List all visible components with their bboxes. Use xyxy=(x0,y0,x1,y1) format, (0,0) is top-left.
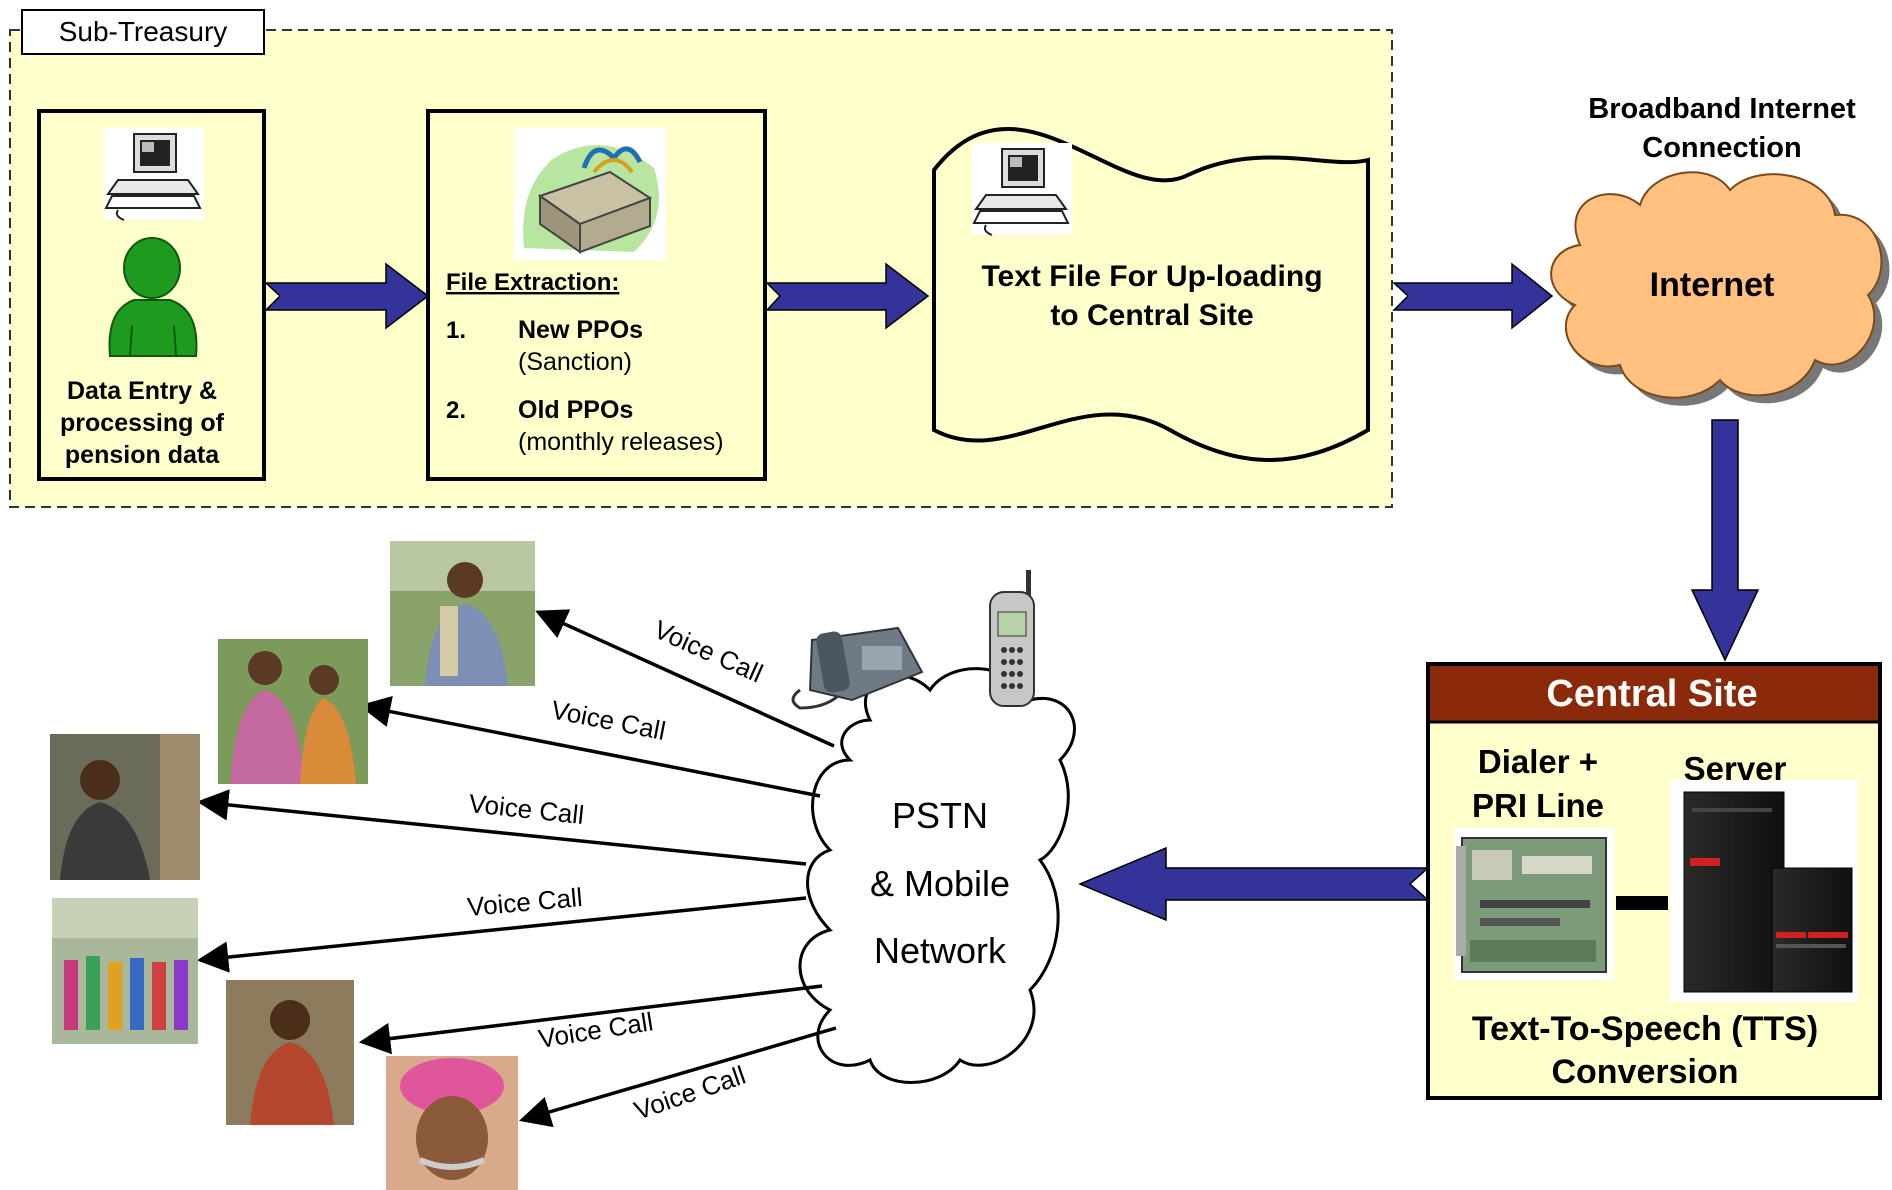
item2-title: Old PPOs xyxy=(518,396,633,424)
voice-call-label: Voice Call xyxy=(466,882,584,922)
voice-call-arrows xyxy=(196,609,837,1128)
server-icon xyxy=(1670,780,1858,1002)
arrow-right-icon xyxy=(765,262,930,330)
network-label-2: & Mobile xyxy=(870,863,1010,904)
network-label-1: PSTN xyxy=(892,795,988,836)
arrow-down-icon xyxy=(1690,419,1760,662)
text-file-document: Text File For Up-loading to Central Site xyxy=(932,127,1370,462)
voice-call-label: Voice Call xyxy=(549,694,668,746)
item1-title: New PPOs xyxy=(518,316,643,344)
central-site-box: Central Site Dialer + PRI Line Server xyxy=(1426,662,1882,1100)
pensioner-photo xyxy=(386,1056,518,1190)
arrow-right-icon xyxy=(1392,262,1554,330)
voice-call-label: Voice Call xyxy=(467,788,585,830)
network-label-3: Network xyxy=(874,930,1007,971)
voice-call-label: Voice Call xyxy=(650,614,768,688)
person-icon xyxy=(108,237,198,357)
pensioner-photo xyxy=(390,541,535,686)
pensioner-photo xyxy=(52,898,198,1044)
flow-arrows xyxy=(264,262,1760,922)
internet-cloud: Broadband Internet Connection Internet xyxy=(1550,93,1890,406)
voice-call-arrow xyxy=(358,696,821,798)
file-extraction-heading: File Extraction: xyxy=(446,269,619,296)
central-site-header xyxy=(1430,666,1878,722)
voice-call-arrow xyxy=(535,609,835,748)
text-file-label-2: to Central Site xyxy=(1050,299,1253,332)
dialer-label-1: Dialer + xyxy=(1478,743,1598,780)
voice-call-arrow xyxy=(358,984,823,1055)
pensioner-photo xyxy=(226,980,354,1125)
broadband-caption-1: Broadband Internet xyxy=(1588,93,1856,125)
voice-call-arrow xyxy=(518,1026,837,1128)
file-extraction-box: File Extraction: 1. New PPOs (Sanction) … xyxy=(426,109,767,481)
data-entry-box: Data Entry & processing of pension data xyxy=(37,109,266,481)
internet-label: Internet xyxy=(1650,266,1775,304)
dialer-label-2: PRI Line xyxy=(1472,787,1604,824)
desk-phone-icon xyxy=(791,626,924,710)
central-site-title: Central Site xyxy=(1546,673,1757,715)
data-entry-label-3: pension data xyxy=(65,441,220,469)
sub-treasury-tag xyxy=(21,9,265,55)
file-cabinet-icon xyxy=(514,128,666,260)
item2-subtitle: (monthly releases) xyxy=(518,428,724,456)
voice-call-labels: Voice Call Voice Call Voice Call Voice C… xyxy=(466,614,767,1126)
arrow-left-icon xyxy=(1078,846,1430,922)
computer-icon xyxy=(972,143,1072,236)
computer-icon xyxy=(104,128,204,221)
text-file-label-1: Text File For Up-loading xyxy=(981,260,1322,293)
data-entry-label-2: processing of xyxy=(60,409,225,437)
item1-subtitle: (Sanction) xyxy=(518,348,632,376)
sub-treasury-label: Sub-Treasury xyxy=(59,16,228,47)
tts-label-1: Text-To-Speech (TTS) xyxy=(1472,1010,1818,1048)
pstn-network-cloud: PSTN & Mobile Network xyxy=(798,667,1076,1084)
data-entry-label-1: Data Entry & xyxy=(67,377,217,405)
voice-call-arrow xyxy=(196,789,807,866)
item1-number: 1. xyxy=(446,317,466,344)
pensioner-photo xyxy=(218,639,368,784)
pensioner-photo xyxy=(50,734,200,880)
tts-label-2: Conversion xyxy=(1551,1053,1738,1091)
broadband-caption-2: Connection xyxy=(1642,132,1802,164)
mobile-phone-icon xyxy=(989,570,1035,707)
dialer-board-icon xyxy=(1454,828,1614,980)
item2-number: 2. xyxy=(446,397,466,424)
arrow-right-icon xyxy=(264,262,430,330)
connector-line xyxy=(1616,896,1668,910)
voice-call-arrow xyxy=(196,896,807,973)
